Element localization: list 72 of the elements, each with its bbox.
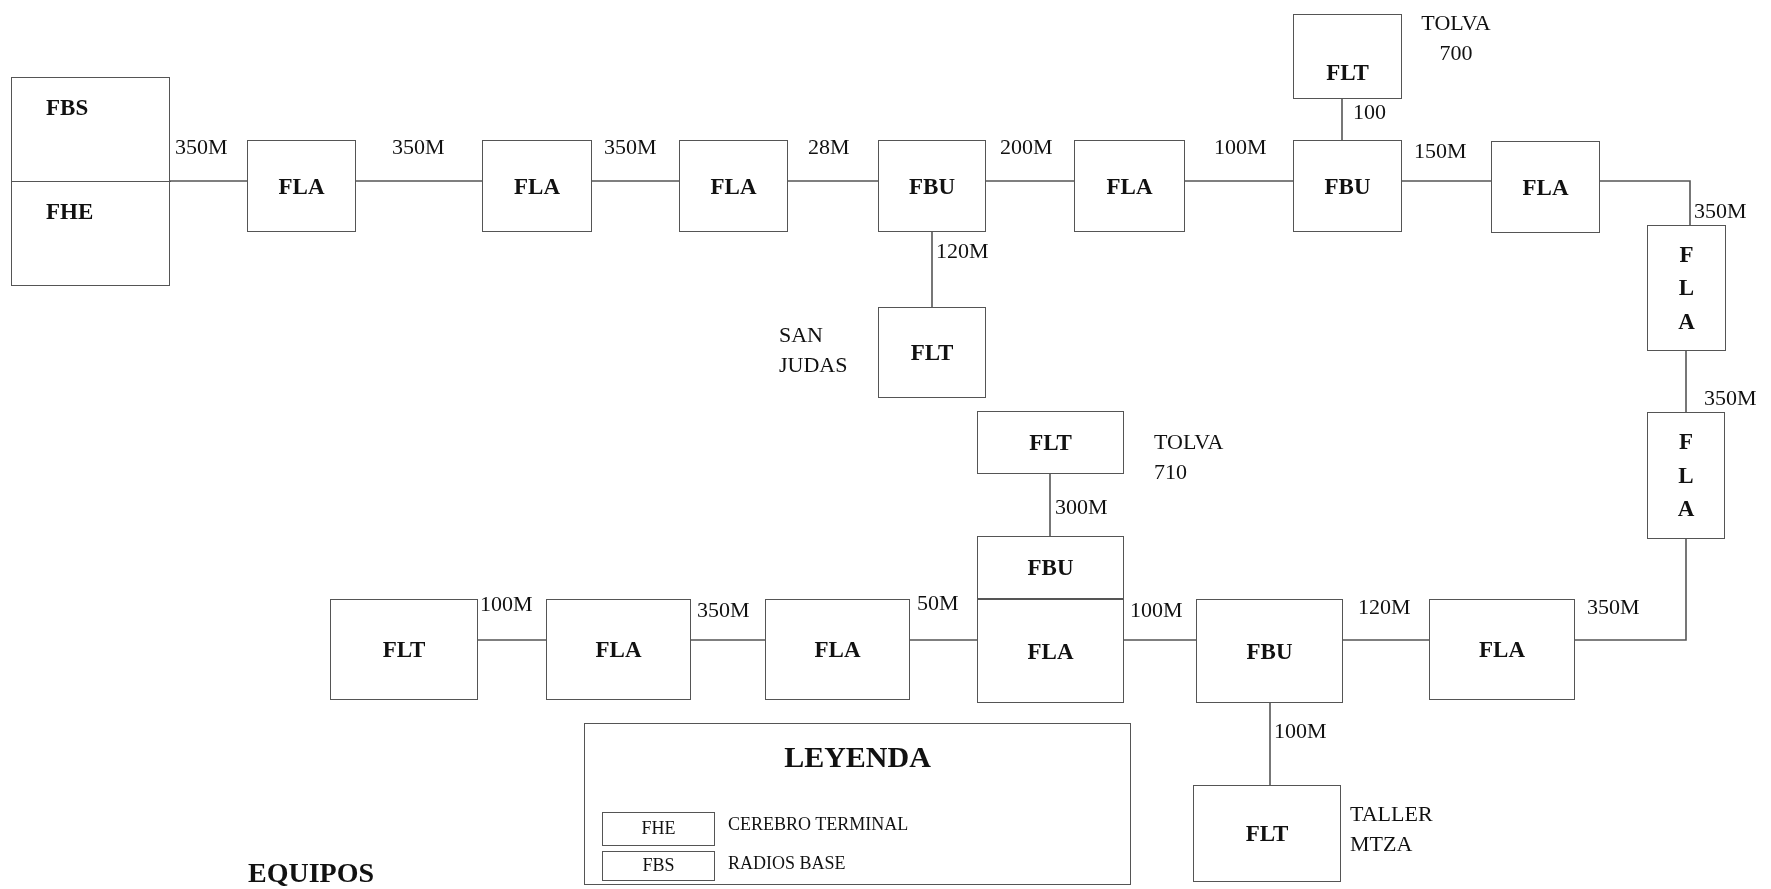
location-name: TOLVA 700 <box>1420 9 1492 67</box>
equipment-box <box>878 307 986 398</box>
cable-line <box>169 180 248 182</box>
cable-line <box>591 180 680 182</box>
equipment-box <box>1193 785 1341 882</box>
equipment-code: FLA <box>278 174 325 198</box>
equipment-code: FLA <box>814 638 861 661</box>
equipment-box <box>1429 599 1575 700</box>
legend-title: LEYENDA <box>783 742 932 772</box>
cable-line <box>1123 639 1197 641</box>
equipment-code: FBU <box>1324 174 1371 198</box>
equipment-code: FLA <box>1106 174 1153 198</box>
equipment-box <box>977 599 1124 703</box>
equipment-code: FLA <box>710 174 757 198</box>
cable-line <box>690 639 766 641</box>
equipment-code: FLT <box>382 638 426 661</box>
equipment-box <box>482 140 592 232</box>
cable-line <box>787 180 879 182</box>
cable-line <box>1269 702 1271 786</box>
equipment-box <box>1491 141 1600 233</box>
legend-sample-code: FBS <box>602 851 715 881</box>
equipment-code: FLA <box>1479 638 1525 661</box>
cable-line <box>931 231 933 308</box>
equipment-box <box>977 536 1124 599</box>
section-heading: EQUIPOS <box>248 858 376 888</box>
location-name: SAN JUDAS <box>779 321 849 379</box>
equipment-code: FLA <box>595 638 642 661</box>
cable-line <box>355 180 483 182</box>
equipment-box <box>546 599 691 700</box>
equipment-code: FLT <box>1326 61 1369 84</box>
equipment-code: FLT <box>1245 822 1289 845</box>
cable-line <box>477 639 547 641</box>
equipment-code: FHE <box>46 200 94 223</box>
equipment-code: FBU <box>1246 639 1293 663</box>
cable-line <box>1342 639 1430 641</box>
equipment-code: FLA <box>1027 639 1074 663</box>
equipment-code: FLA <box>1522 175 1569 199</box>
cable-line <box>985 180 1075 182</box>
equipment-group-box <box>11 77 170 286</box>
equipment-box <box>878 140 986 232</box>
equipment-box <box>765 599 910 700</box>
equipment-box <box>977 411 1124 474</box>
cable-line <box>1401 180 1492 182</box>
legend-text: RADIOS BASE <box>728 853 846 874</box>
cable-line <box>1574 538 1687 641</box>
equipment-code: FLT <box>910 341 954 364</box>
equipment-box <box>1196 599 1343 703</box>
cable-line <box>1341 98 1343 141</box>
cable-line <box>1184 180 1294 182</box>
equipment-box <box>1647 225 1726 351</box>
equipment-code: FLA <box>514 174 560 198</box>
cable-line <box>1685 350 1687 413</box>
equipment-code: FLA <box>1676 428 1696 524</box>
equipment-code: FLT <box>1029 431 1072 454</box>
cable-line <box>1599 180 1691 226</box>
equipment-code: FBU <box>1027 556 1074 579</box>
cable-line <box>909 639 978 641</box>
legend-text: CEREBRO TERMINAL <box>728 814 909 835</box>
equipment-box <box>1293 14 1402 99</box>
cable-line <box>1049 473 1051 537</box>
equipment-box <box>1647 412 1725 539</box>
equipment-code: FBU <box>909 174 955 198</box>
equipment-box <box>679 140 788 232</box>
equipment-box <box>247 140 356 232</box>
location-name: TALLER MTZA <box>1350 800 1434 858</box>
equipment-code: FLA <box>1677 241 1696 336</box>
equipment-code: FBS <box>46 96 89 119</box>
equipment-box <box>1074 140 1185 232</box>
legend-sample-code: FHE <box>602 812 715 846</box>
equipment-box <box>1293 140 1402 232</box>
equipment-box <box>330 599 478 700</box>
location-name: TOLVA 710 <box>1154 428 1224 486</box>
